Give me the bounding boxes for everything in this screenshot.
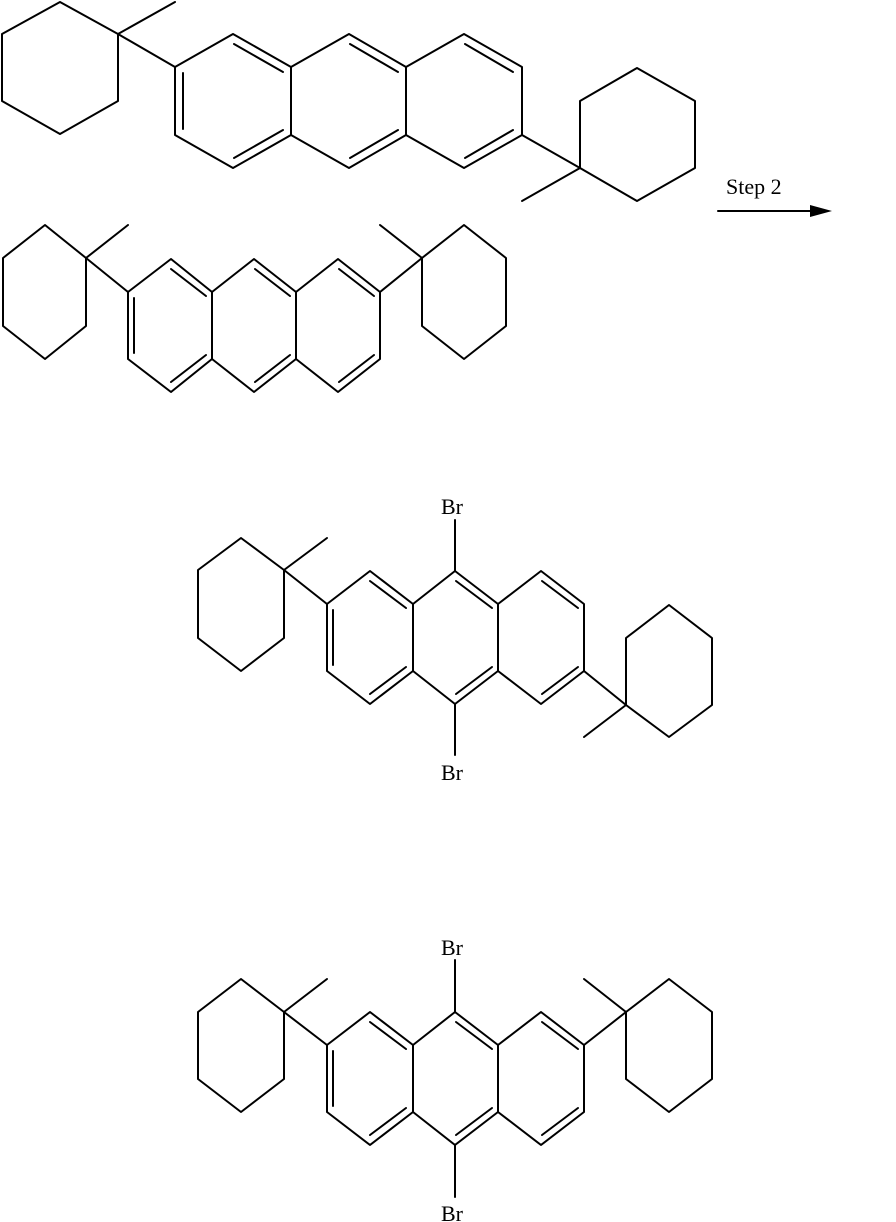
bromine-label-top: Br <box>441 935 464 960</box>
cyclohexyl-left <box>197 537 328 672</box>
anthracene-core <box>326 1011 585 1146</box>
product-dibromo-2-6: Br Br <box>197 494 713 785</box>
product-dibromo-2-7: Br Br <box>197 935 713 1222</box>
cyclohexyl-right <box>583 604 713 738</box>
cyclohexyl-right <box>379 224 507 360</box>
bromine-label-bottom: Br <box>441 760 464 785</box>
arrow-head-icon <box>810 205 832 217</box>
cyclohexyl-left <box>197 978 328 1113</box>
anthracene-core <box>326 570 585 705</box>
reaction-arrow: Step 2 <box>717 174 832 217</box>
cyclohexyl-right <box>583 978 713 1113</box>
bromine-label-top: Br <box>441 494 464 519</box>
reactant-2-7-anthracene <box>2 224 507 393</box>
cyclohexyl-left <box>2 224 129 360</box>
cyclohexyl-right <box>521 67 696 202</box>
anthracene-core <box>174 33 523 169</box>
bromine-label-bottom: Br <box>441 1201 464 1222</box>
cyclohexyl-left <box>1 1 176 135</box>
arrow-label: Step 2 <box>726 174 782 199</box>
reactant-2-6-anthracene <box>1 1 696 202</box>
anthracene-core <box>127 258 381 393</box>
